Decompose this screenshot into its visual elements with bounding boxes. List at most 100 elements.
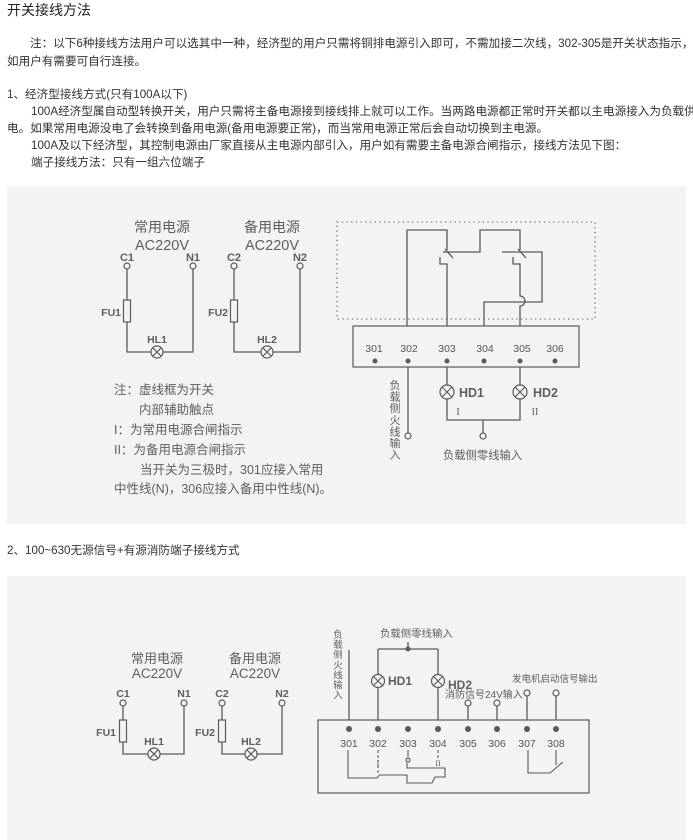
switch-outline-dotted xyxy=(336,221,596,320)
fuse-symbol xyxy=(118,719,128,743)
load-neutral-input-point xyxy=(479,432,487,440)
section1-para3: 端子接线方法：只有一组六位端子 xyxy=(31,156,205,169)
terminal-label: 306 xyxy=(546,343,564,355)
terminal-point xyxy=(444,358,450,364)
generator-start-output-label: 发电机启动信号输出 xyxy=(512,673,598,685)
section1-para2: 100A及以下经济型，其控制电源由厂家直接从主电源内部引入，用户如有需要主备电源… xyxy=(31,139,627,152)
fuse-label: FU1 xyxy=(101,307,121,319)
fuse-symbol xyxy=(122,299,132,323)
live-terminal-label: C1 xyxy=(116,688,130,700)
source-name: 备用电源 xyxy=(229,651,281,666)
terminal-point xyxy=(435,726,441,732)
lamp-icon xyxy=(260,345,274,359)
fuse-symbol xyxy=(229,299,239,323)
live-terminal-point xyxy=(119,699,127,707)
note-line: 注：虚线框为开关 xyxy=(114,382,214,397)
terminal-block: 301 302 303 304 305 306 xyxy=(352,325,580,368)
contact-numeral: II xyxy=(435,759,441,768)
wiring-diagram-economy: 常用电源 AC220V C1 N1 FU1 HL1 备用电源 AC220V C2… xyxy=(7,186,686,524)
lamp-label: HL2 xyxy=(257,334,277,346)
live-terminal-point xyxy=(230,262,238,270)
neutral-terminal-point xyxy=(296,262,304,270)
auxiliary-contacts-wiring xyxy=(406,229,543,326)
lamp-label: HL2 xyxy=(241,736,261,748)
terminal-block-frame xyxy=(352,325,580,368)
neutral-terminal-point xyxy=(180,699,188,707)
fuse-label: FU1 xyxy=(96,727,116,739)
terminal-label: 305 xyxy=(513,343,531,355)
terminal-label: 301 xyxy=(365,343,383,355)
terminal-point xyxy=(494,726,500,732)
indicator-lamp-icon xyxy=(439,384,455,400)
source-voltage: AC220V xyxy=(132,666,182,681)
terminal-label: 308 xyxy=(547,738,565,750)
fuse-symbol xyxy=(217,719,227,743)
fuse-label: FU2 xyxy=(195,727,215,739)
terminal-label: 307 xyxy=(518,738,536,750)
source-wire xyxy=(126,269,194,353)
intro-line-1: 注：以下6种接线方法用户可以选其中一种，经济型的用户只需将铜排电源引入即可，不需… xyxy=(30,37,693,50)
terminal-label: 302 xyxy=(369,738,387,750)
indicator-lamp-icon xyxy=(512,384,528,400)
load-neutral-input-label: 负载侧零线输入 xyxy=(380,627,453,640)
contact-point xyxy=(405,757,411,763)
power-source-normal: 常用电源 AC220V C1 N1 FU1 HL1 xyxy=(101,219,200,359)
lamp-label: HL1 xyxy=(144,736,164,748)
source-name: 备用电源 xyxy=(244,219,300,235)
indicator-label: HD1 xyxy=(388,674,412,688)
terminal-point xyxy=(405,358,411,364)
neutral-terminal-label: N1 xyxy=(177,688,191,700)
note-line: 当开关为三极时，301应接入常用 xyxy=(140,462,323,477)
contact-numeral: I xyxy=(377,759,380,768)
indicator-label: HD1 xyxy=(459,386,484,400)
note-line: I：为常用电源合闸指示 xyxy=(114,422,242,437)
external-wiring xyxy=(348,642,557,726)
diagram-background xyxy=(7,186,686,524)
section1-para1-line2: 电。如果常用电源没电了会转换到备用电源(备用电源要正常)，而当常用电源正常后会自… xyxy=(7,122,549,135)
terminal-label: 303 xyxy=(438,343,456,355)
source-wire xyxy=(233,269,301,353)
terminal-label: 301 xyxy=(340,738,358,750)
indicator-label: HD2 xyxy=(533,386,558,400)
terminal-point xyxy=(405,726,411,732)
neutral-terminal-point xyxy=(278,699,286,707)
indicator-numeral: II xyxy=(532,407,539,418)
source-voltage: AC220V xyxy=(135,238,189,254)
wiring-diagram-fire-signal: 常用电源 AC220V C1 N1 FU1 HL1 备用电源 AC220V C2… xyxy=(7,576,686,840)
load-live-input-label: 负载侧火线输入 xyxy=(333,629,343,702)
note-line: 内部辅助触点 xyxy=(139,402,214,417)
diagram-notes: 注：虚线框为开关 内部辅助触点 I：为常用电源合闸指示 II：为备用电源合闸指示… xyxy=(114,382,332,496)
terminal-point xyxy=(524,726,530,732)
source-name: 常用电源 xyxy=(131,651,183,666)
indicator-label: HD2 xyxy=(448,678,472,692)
source-wire xyxy=(221,706,283,755)
live-terminal-point xyxy=(123,262,131,270)
neutral-terminal-label: N2 xyxy=(293,252,307,264)
page-title: 开关接线方法 xyxy=(7,2,91,18)
terminal-point xyxy=(517,358,523,364)
note-line: 中性线(N)，306应接入备用中性线(N)。 xyxy=(114,481,332,496)
load-wiring xyxy=(407,367,521,433)
neutral-terminal-point xyxy=(189,262,197,270)
terminal-point xyxy=(552,358,558,364)
power-source-normal: 常用电源 AC220V C1 N1 FU1 HL1 xyxy=(96,651,191,761)
lamp-icon xyxy=(150,345,164,359)
internal-contact-wiring xyxy=(347,750,446,784)
neutral-terminal-label: N2 xyxy=(275,688,289,700)
lamp-icon xyxy=(244,747,258,761)
section1-heading: 1、经济型接线方式(只有100A以下) xyxy=(7,88,188,101)
lamp-icon xyxy=(147,747,161,761)
source-name: 常用电源 xyxy=(134,219,190,235)
junction-point xyxy=(405,646,411,652)
intro-line-2: 如用户有需要可自行连接。 xyxy=(7,55,147,68)
lamp-label: HL1 xyxy=(147,334,167,346)
fire-signal-input-point xyxy=(493,699,501,707)
live-terminal-label: C2 xyxy=(227,252,241,264)
terminal-point xyxy=(553,726,559,732)
load-live-input-label: 负载侧火线输入 xyxy=(390,378,401,462)
terminal-point xyxy=(372,358,378,364)
diagram-background xyxy=(7,576,686,840)
neutral-terminal-label: N1 xyxy=(186,252,200,264)
generator-start-output-point xyxy=(523,689,531,697)
terminal-point xyxy=(346,726,352,732)
